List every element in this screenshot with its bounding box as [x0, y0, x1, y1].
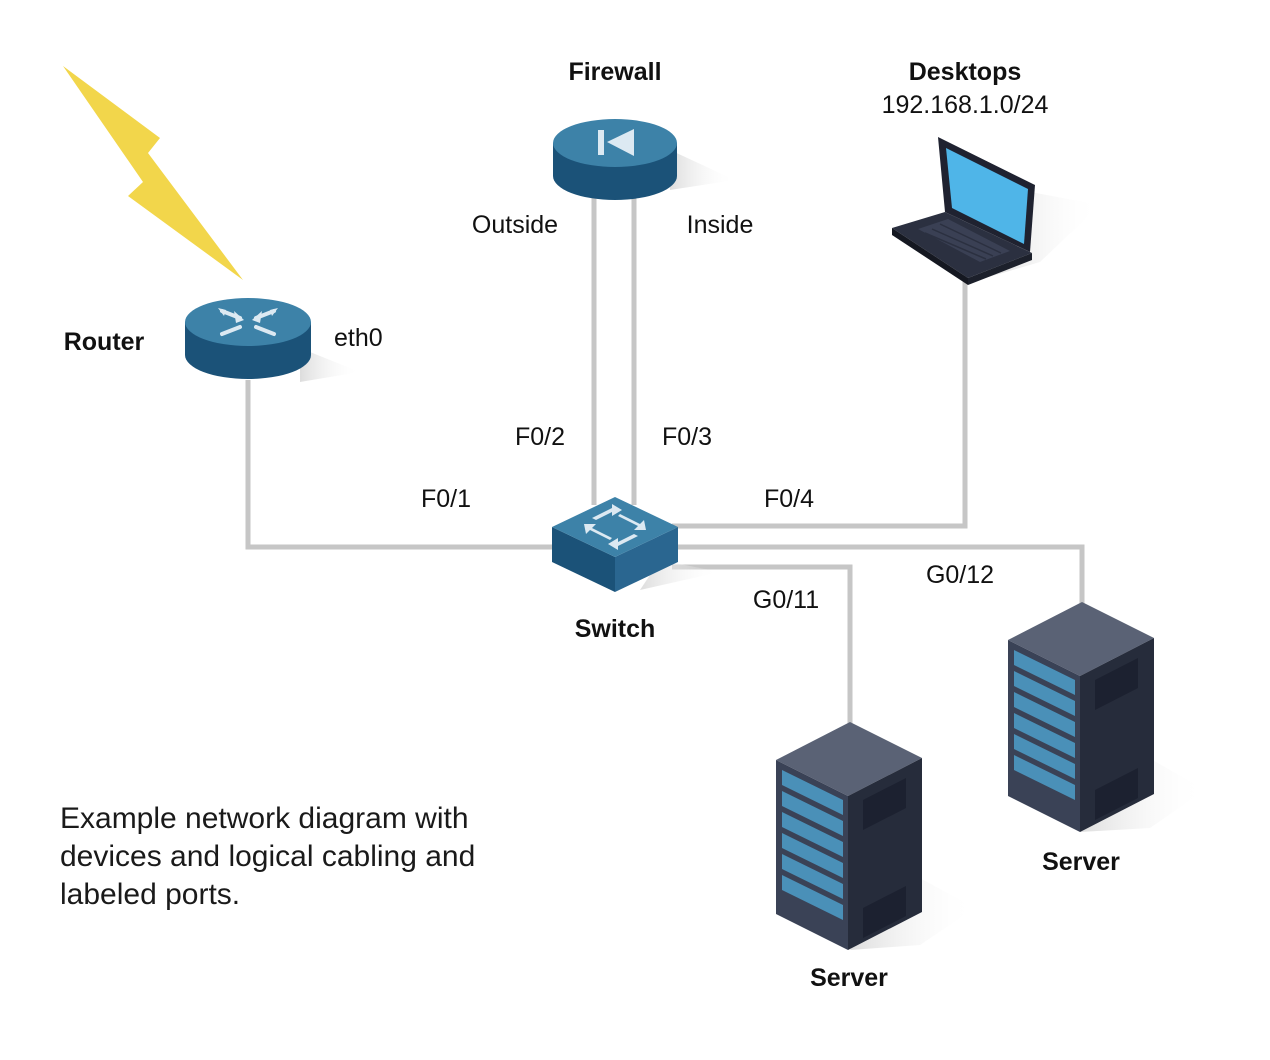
server-a-label: Server [810, 964, 888, 992]
firewall-icon[interactable] [553, 119, 735, 200]
port-f0-2: F0/2 [515, 423, 565, 451]
router-icon[interactable] [185, 298, 360, 382]
cable-router-switch [245, 380, 580, 550]
labels: Firewall Desktops 192.168.1.0/24 Outside… [64, 58, 1120, 992]
laptop-icon[interactable] [892, 137, 1100, 285]
cable-switch-server-b [672, 544, 1085, 605]
firewall-inside-label: Inside [687, 211, 754, 239]
switch-icon[interactable] [552, 497, 720, 592]
cable-switch-server-a [672, 564, 853, 725]
server-b-bays [1014, 650, 1075, 800]
lightning-icon [63, 66, 243, 280]
server-icon[interactable] [776, 722, 975, 950]
cable-switch-desktops [672, 272, 968, 529]
desktops-subnet: 192.168.1.0/24 [882, 91, 1049, 119]
cables [245, 190, 1085, 725]
server-a-bays [782, 770, 843, 920]
firewall-label: Firewall [568, 58, 661, 86]
router-port-eth0: eth0 [334, 324, 383, 352]
port-g0-12: G0/12 [926, 561, 994, 589]
port-f0-1: F0/1 [421, 485, 471, 513]
diagram-caption: Example network diagram with devices and… [60, 802, 476, 911]
router-label: Router [64, 328, 145, 356]
switch-label: Switch [575, 615, 656, 643]
server-icon[interactable] [1008, 602, 1205, 832]
port-f0-3: F0/3 [662, 423, 712, 451]
desktops-label: Desktops [909, 58, 1022, 86]
port-g0-11: G0/11 [753, 586, 819, 614]
port-f0-4: F0/4 [764, 485, 814, 513]
server-b-label: Server [1042, 848, 1120, 876]
firewall-outside-label: Outside [472, 211, 558, 239]
